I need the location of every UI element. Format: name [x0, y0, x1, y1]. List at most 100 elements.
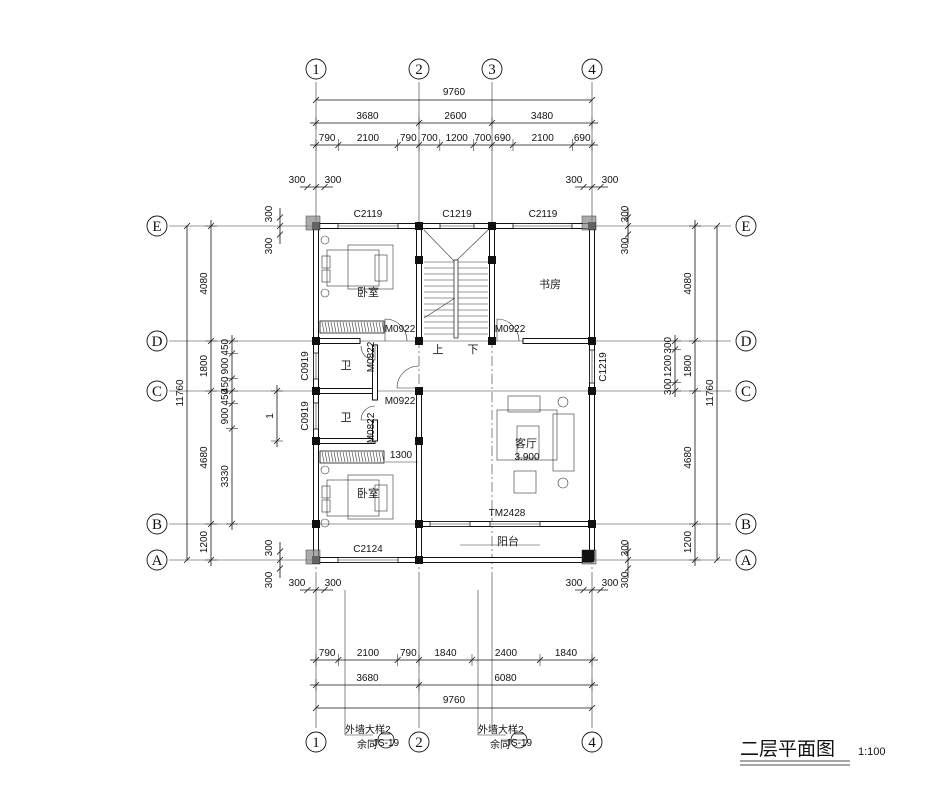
- dim-left-main: 4680: [199, 446, 210, 469]
- dim-tick: [276, 565, 284, 572]
- dim-tick: [713, 556, 721, 564]
- dim-right-main: 4080: [683, 272, 694, 295]
- wall: [315, 338, 361, 344]
- dim-tick: [312, 586, 320, 594]
- dim-wall: 300: [325, 578, 342, 589]
- dim-bottom-detail: 790: [400, 648, 417, 659]
- dim-tick: [276, 222, 284, 230]
- door-label: M0922: [385, 396, 416, 407]
- wardrobe-hanger: [363, 451, 367, 463]
- axis-bubble-right: C: [741, 384, 751, 400]
- wardrobe-hanger: [342, 451, 346, 463]
- coffee-table: [516, 425, 540, 459]
- stair-down-label: 下: [468, 343, 479, 356]
- detail-sheet: JS-19: [373, 738, 400, 749]
- detail-number: 一: [514, 730, 524, 741]
- dim-wall: 300: [620, 205, 631, 222]
- dim-wall: 300: [264, 571, 275, 588]
- door-swing: [384, 318, 408, 342]
- axis-bubble-right: E: [741, 219, 750, 235]
- dim-wall: 300: [264, 205, 275, 222]
- column: [312, 387, 320, 395]
- wardrobe-hanger: [321, 321, 325, 333]
- dim-tick: [304, 183, 311, 191]
- pillow: [321, 485, 331, 499]
- detail-label: 外墙大样2: [345, 723, 391, 736]
- dim-tick: [580, 586, 587, 594]
- detail-number: 一: [381, 730, 391, 741]
- axis-bubble-top-3-circle: [481, 58, 503, 80]
- dim-tick: [713, 222, 721, 230]
- dim-top-detail: 1200: [446, 133, 469, 144]
- dim-tick: [624, 222, 632, 230]
- dim-top-mid: 2600: [444, 111, 467, 122]
- wardrobe-hanger: [345, 321, 349, 333]
- dim-closet-label: 1300: [390, 450, 413, 461]
- dim-tick: [276, 231, 284, 238]
- nightstand-lamp: [320, 235, 330, 245]
- door-label: M0822: [366, 341, 377, 372]
- column: [415, 337, 423, 345]
- dim-left-sub: 450: [220, 388, 231, 405]
- window-label: C1219: [442, 209, 472, 220]
- wardrobe-hanger: [366, 451, 370, 463]
- wardrobe-hanger: [378, 321, 382, 333]
- dim-wall: 300: [620, 237, 631, 254]
- axis-bubble-left-circle: [146, 380, 168, 402]
- dim-right-sub: 300: [663, 378, 674, 395]
- axis-bubble-right-circle: [735, 513, 757, 535]
- axis-bubble-bottom: 2: [415, 735, 423, 751]
- column: [488, 222, 496, 230]
- dim-right-sub: 1200: [663, 354, 674, 377]
- drawing-title: 二层平面图: [740, 738, 835, 760]
- dim-tick: [597, 586, 604, 594]
- wardrobe-hanger: [366, 321, 370, 333]
- dim-bottom-detail: 1840: [555, 648, 578, 659]
- corner-column-hatch: [305, 215, 321, 231]
- wardrobe-hanger: [369, 451, 373, 463]
- stair-up-label: 上: [433, 343, 444, 356]
- dim-tick: [321, 183, 328, 191]
- wardrobe-hanger: [333, 451, 337, 463]
- wardrobe-hanger: [348, 321, 352, 333]
- floor-lamp: [557, 396, 569, 408]
- axis-bubble-left: C: [152, 384, 162, 400]
- dim-top-detail: 2100: [532, 133, 555, 144]
- stair-break: [423, 229, 489, 263]
- bed-rug: [347, 474, 394, 520]
- dim-tick: [588, 586, 596, 594]
- wardrobe-hanger: [345, 451, 349, 463]
- wardrobe-hanger: [372, 321, 376, 333]
- dim-tick: [304, 586, 311, 594]
- dim-wall: 300: [602, 175, 619, 186]
- dim-top-total: 9760: [443, 87, 466, 98]
- dim-tick: [624, 556, 632, 564]
- dim-right-main: 1200: [683, 530, 694, 553]
- bed-end: [374, 484, 388, 512]
- axis-bubble-top-2: 2: [415, 62, 423, 78]
- bed-rug: [347, 244, 394, 290]
- axis-bubble-left: B: [152, 517, 162, 533]
- dim-left-main: 1200: [199, 530, 210, 553]
- dim-wall: 300: [602, 578, 619, 589]
- dim-wall: 300: [325, 175, 342, 186]
- dim-top-detail: 2100: [357, 133, 380, 144]
- stair-break-line: [423, 297, 456, 319]
- living-rug: [496, 409, 558, 461]
- nightstand-lamp: [320, 288, 330, 298]
- door-swing: [360, 345, 376, 361]
- axis-bubble-left-circle: [146, 215, 168, 237]
- dim-tick: [588, 96, 596, 104]
- drawing-scale: 1:100: [858, 746, 886, 758]
- column: [415, 520, 423, 528]
- axis-bubble-bottom: 1: [312, 735, 320, 751]
- dim-left-main: 4080: [199, 272, 210, 295]
- axis-bubble-bottom-circle: [305, 731, 327, 753]
- dim-tick: [321, 586, 328, 594]
- axis-bubble-left: D: [152, 334, 163, 350]
- wardrobe: [319, 320, 385, 334]
- dim-bottom-mid: 6080: [494, 673, 517, 684]
- column: [415, 387, 423, 395]
- nightstand-lamp: [320, 518, 330, 528]
